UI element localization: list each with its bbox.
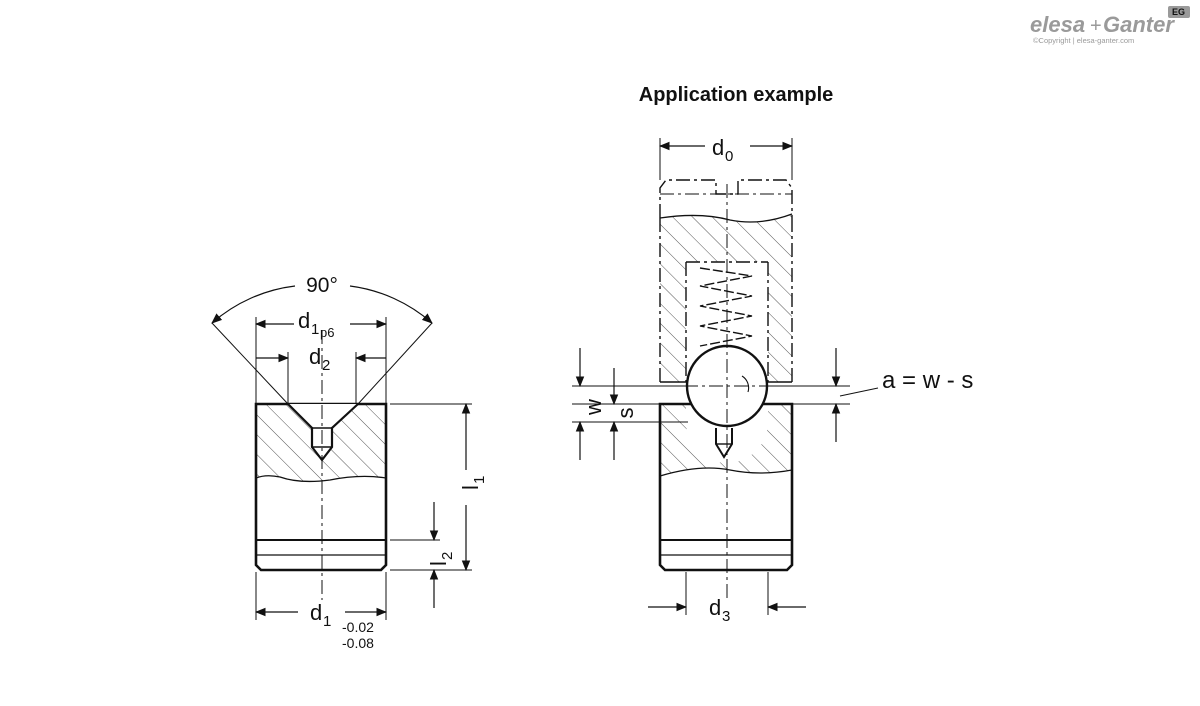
svg-text:d: d xyxy=(298,308,310,333)
svg-text:d: d xyxy=(709,595,721,620)
svg-text:2: 2 xyxy=(439,552,456,560)
svg-text:d: d xyxy=(310,600,322,625)
l1-label: l 1 xyxy=(458,476,488,490)
d2-label: d 2 xyxy=(309,344,330,374)
svg-text:p6: p6 xyxy=(320,325,334,340)
svg-text:1: 1 xyxy=(471,476,488,484)
d1p6-label: d 1 p6 xyxy=(298,308,334,340)
d1-label: d 1 -0.02 -0.08 xyxy=(310,600,374,651)
lower-part-hatch xyxy=(660,404,792,476)
housing-phantom-top xyxy=(659,179,793,218)
lower-bore xyxy=(715,428,733,459)
d3-label: d 3 xyxy=(709,595,730,625)
formula-label: a = w - s xyxy=(882,367,973,394)
logo-ganter: Ganter xyxy=(1103,12,1175,37)
svg-text:1: 1 xyxy=(311,321,319,338)
svg-text:d: d xyxy=(712,135,724,160)
l2-label: l 2 xyxy=(426,552,456,566)
left-part-drawing: 90° d 1 p6 d 2 l 1 xyxy=(211,274,488,651)
logo-badge-text: EG xyxy=(1172,7,1185,17)
d1-tol-upper: -0.02 xyxy=(342,619,374,635)
spring xyxy=(699,267,753,347)
copyright-text: ©Copyright | elesa-ganter.com xyxy=(1033,36,1134,45)
s-label: s xyxy=(613,408,638,419)
svg-text:1: 1 xyxy=(323,613,331,630)
d1-tol-lower: -0.08 xyxy=(342,635,374,651)
application-title: Application example xyxy=(639,84,834,106)
logo-plus: + xyxy=(1090,15,1102,37)
svg-text:2: 2 xyxy=(322,357,330,374)
logo-badge xyxy=(1168,6,1190,18)
w-label: w xyxy=(581,399,606,416)
application-assembly: d 0 d 3 w s a = w - s xyxy=(572,135,973,625)
svg-text:l: l xyxy=(458,485,483,490)
svg-text:d: d xyxy=(309,344,321,369)
upper-housing-hatch xyxy=(660,214,792,382)
svg-text:l: l xyxy=(426,561,451,566)
logo-elesa: elesa xyxy=(1030,12,1085,37)
brand-logo: elesa + Ganter EG ©Copyright | elesa-gan… xyxy=(1030,6,1190,45)
d0-label: d 0 xyxy=(712,135,733,165)
svg-text:0: 0 xyxy=(725,148,733,165)
angle-label: 90° xyxy=(306,274,338,297)
svg-text:3: 3 xyxy=(722,608,730,625)
